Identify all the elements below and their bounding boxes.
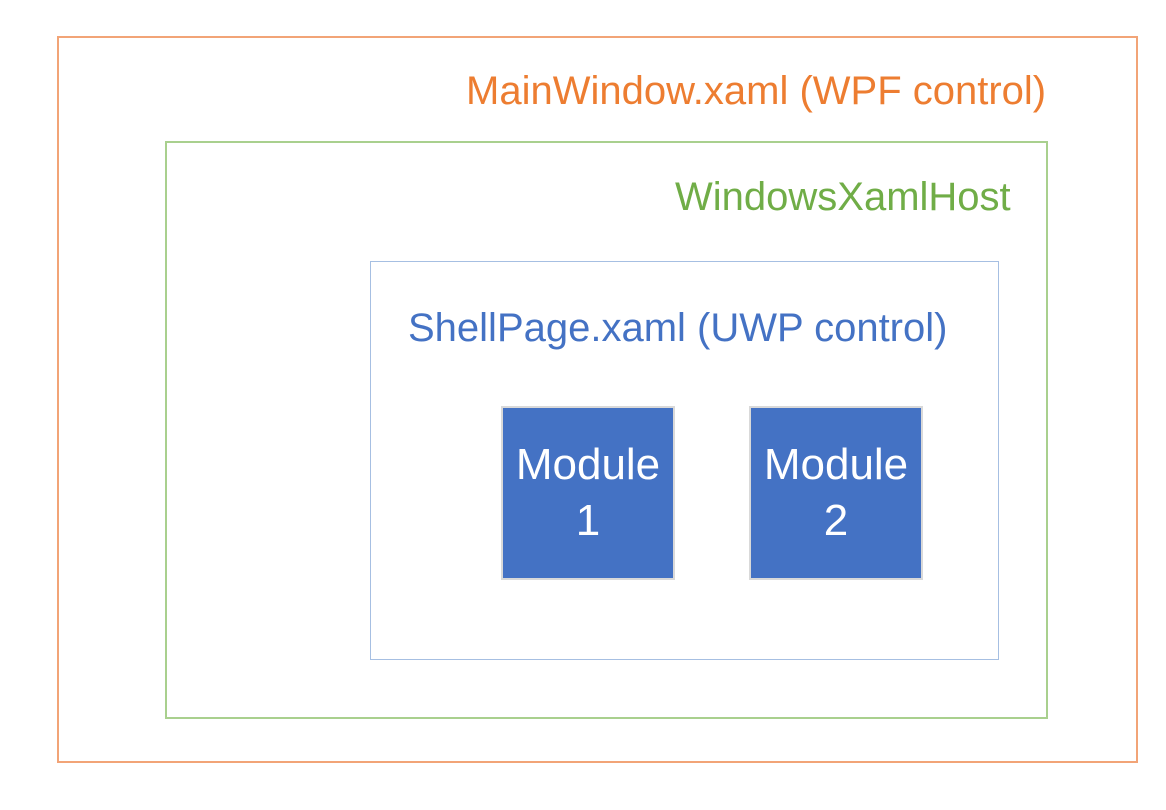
wpf-window-label: MainWindow.xaml (WPF control) [466, 69, 1047, 113]
windows-xaml-host-label: WindowsXamlHost [675, 175, 1011, 219]
module-2-block: Module 2 [749, 406, 923, 580]
shell-page-box [370, 261, 999, 660]
wpf-window-container-box [57, 36, 1138, 763]
module-1-block: Module 1 [501, 406, 675, 580]
module-2-label: Module 2 [763, 440, 909, 545]
module-1-label: Module 1 [515, 440, 661, 545]
shell-page-label: ShellPage.xaml (UWP control) [408, 306, 948, 350]
windows-xaml-host-box [165, 141, 1048, 719]
